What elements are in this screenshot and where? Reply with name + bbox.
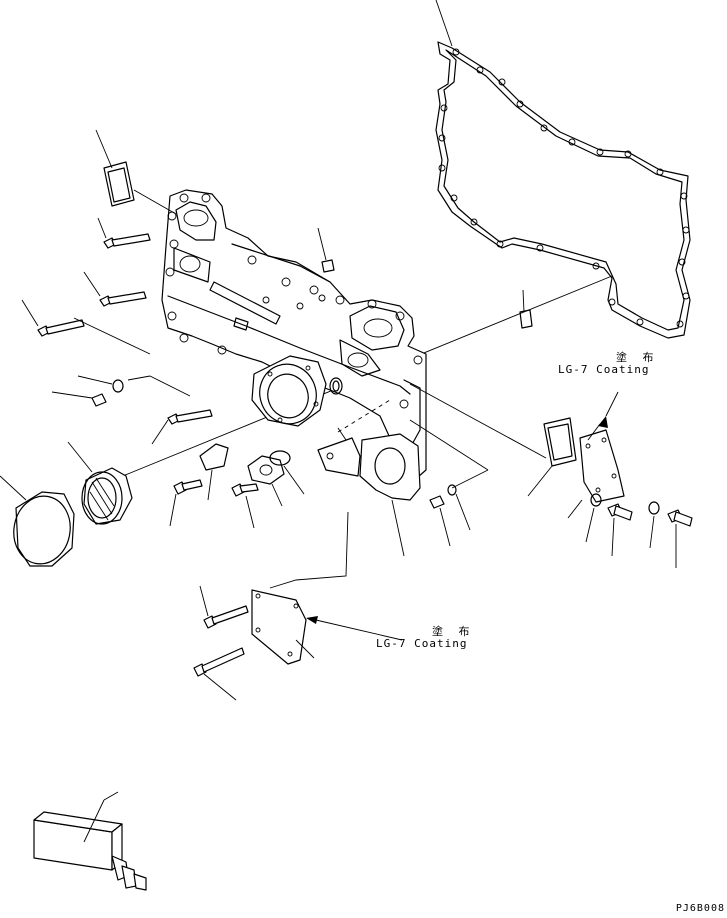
leader-line (73, 317, 151, 355)
coating-note-en: LG-7 Coating (376, 637, 468, 650)
leader-line (409, 419, 489, 471)
bolt (51, 391, 107, 407)
bolt (199, 585, 249, 629)
cover-gasket (527, 417, 577, 497)
front-cover-housing (161, 189, 427, 485)
washer (447, 484, 471, 531)
leader-line (587, 423, 601, 441)
bolt (317, 227, 335, 273)
oil-seal (67, 441, 133, 525)
plate (247, 455, 285, 507)
coating-note-en: LG-7 Coating (558, 363, 650, 376)
small-gasket (95, 129, 177, 215)
arrow-head (306, 616, 318, 624)
bolt (193, 647, 245, 701)
leader-line (127, 375, 151, 381)
arrow-head (598, 416, 608, 428)
bolt (231, 483, 259, 529)
leader-line (409, 383, 547, 459)
bolt (607, 503, 633, 557)
wear-sleeve (0, 475, 75, 567)
seal-housing (251, 355, 327, 427)
washer (585, 493, 602, 543)
leader-line (269, 511, 349, 589)
leader-line (149, 375, 191, 397)
bolt (429, 495, 451, 547)
coating-note-upper: 塗 布 LG-7 Coating (558, 351, 660, 376)
drawing-code: PJ6B008 (675, 903, 725, 914)
leader-line (605, 391, 619, 417)
bolt (21, 299, 85, 337)
gear-case-cover (317, 427, 421, 501)
leader-line (391, 499, 405, 557)
coating-note-jp: 塗 布 (616, 351, 660, 364)
washer (77, 375, 124, 393)
leader-line (451, 469, 489, 489)
washer (648, 501, 660, 549)
lower-cover-plate (251, 589, 315, 665)
leader-line (315, 619, 403, 641)
coating-note-lower: 塗 布 LG-7 Coating (376, 625, 476, 650)
front-cover-gasket (435, 41, 691, 339)
coating-note-jp: 塗 布 (432, 625, 476, 638)
bolt (97, 217, 151, 249)
bolt (667, 509, 693, 568)
bracket (199, 443, 229, 501)
bolt (169, 479, 203, 527)
bolt (83, 271, 147, 307)
dashed-line (337, 399, 391, 433)
leader-line (435, 0, 453, 47)
cover-plate (567, 429, 625, 519)
o-ring (329, 377, 343, 395)
tool (33, 791, 147, 891)
bolt (151, 409, 213, 445)
oval-gasket (269, 450, 305, 495)
